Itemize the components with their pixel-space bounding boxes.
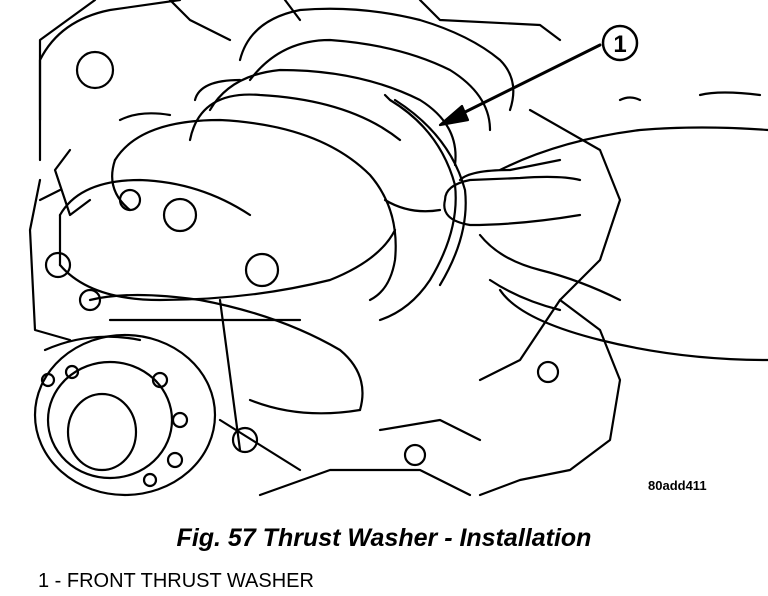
legend-item: 1 - FRONT THRUST WASHER bbox=[38, 570, 314, 592]
hand bbox=[444, 93, 768, 361]
thrust-washer bbox=[380, 95, 466, 320]
callout-1: 1 bbox=[440, 26, 637, 125]
image-code: 80add411 bbox=[648, 478, 707, 493]
engine-block bbox=[30, 0, 620, 495]
crankshaft bbox=[35, 9, 513, 495]
callout-number: 1 bbox=[613, 31, 626, 58]
crankshaft-thrust-washer-illustration: 1 bbox=[0, 0, 768, 500]
figure-caption: Fig. 57 Thrust Washer - Installation bbox=[176, 524, 592, 552]
